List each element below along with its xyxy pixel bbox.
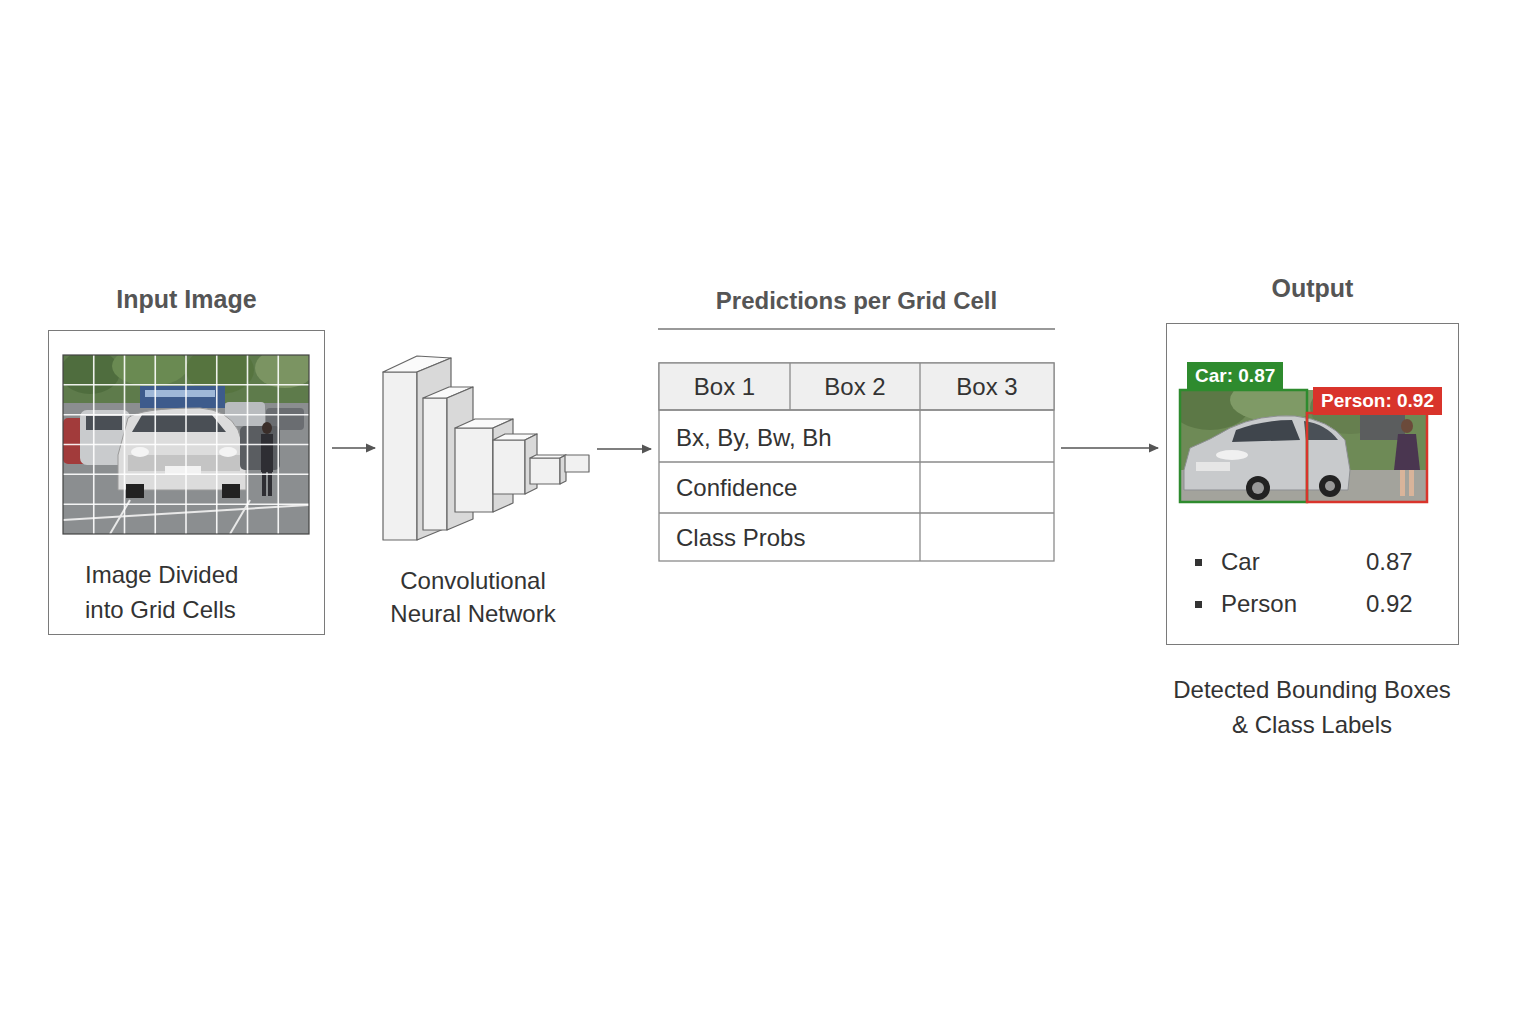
parking-lot-photo xyxy=(118,408,246,490)
parking-lot-photo xyxy=(63,473,309,475)
legend-class: Person xyxy=(1221,590,1297,618)
flow-arrow xyxy=(597,448,651,450)
parking-lot-photo xyxy=(63,414,309,416)
detection-photo xyxy=(1304,421,1338,440)
parking-lot-photo xyxy=(255,355,309,388)
detection-photo xyxy=(1216,450,1248,460)
table-header: Box 2 xyxy=(790,363,920,410)
parking-lot-photo xyxy=(63,355,309,534)
detection-photo xyxy=(1196,462,1230,471)
class-tag: Person: 0.92 xyxy=(1313,387,1442,415)
detection-photo xyxy=(1325,481,1335,491)
prediction-table-grid xyxy=(659,363,1054,561)
parking-lot-photo xyxy=(86,416,122,430)
cnn-block: Convolutional Neural Network xyxy=(383,352,590,627)
table-header: Box 1 xyxy=(659,363,790,410)
cnn-layers xyxy=(493,440,525,494)
cnn-layers xyxy=(383,372,417,540)
heading-underline xyxy=(658,328,1055,329)
detection-photo xyxy=(1246,476,1270,500)
input-image-box: Input ImageImage Divided into Grid Cells xyxy=(48,330,325,635)
photo-frame xyxy=(63,355,309,534)
prediction-table-grid xyxy=(659,409,1054,410)
score-value: 0.87 xyxy=(1366,548,1413,576)
parking-lot-photo xyxy=(112,355,188,386)
parking-lot-photo xyxy=(219,447,237,457)
parking-lot-photo xyxy=(222,484,240,498)
parking-lot-photo xyxy=(165,466,201,474)
parking-lot-photo xyxy=(140,386,225,408)
caption: Image Divided into Grid Cells xyxy=(85,557,270,627)
flow-arrow xyxy=(1061,447,1158,449)
bullet xyxy=(1195,559,1202,566)
parking-lot-photo xyxy=(63,355,120,394)
detection-photo xyxy=(1394,434,1420,470)
parking-lot-photo xyxy=(63,384,309,386)
detection-photo xyxy=(1319,475,1341,497)
prediction-table: Predictions per Grid CellBox 1Box 2Box 3… xyxy=(659,363,1054,561)
cnn-layers xyxy=(530,458,560,484)
heading: Input Image xyxy=(49,285,324,314)
heading: Output xyxy=(1167,274,1458,303)
detection-photo xyxy=(1252,482,1264,494)
prediction-table-grid xyxy=(659,512,1054,513)
table-cell: Class Probs xyxy=(676,513,805,561)
detection-photo xyxy=(1232,420,1300,442)
parking-lot-photo xyxy=(63,444,309,446)
cnn-layers xyxy=(423,398,447,530)
heading: Predictions per Grid Cell xyxy=(659,287,1054,315)
parking-lot-photo xyxy=(132,415,226,432)
car-bounding-box xyxy=(1180,390,1307,502)
parking-lot-photo xyxy=(262,422,272,434)
parking-lot-photo xyxy=(63,355,309,534)
caption: Detected Bounding Boxes & Class Labels xyxy=(1167,672,1457,742)
parking-lot-photo xyxy=(110,500,130,534)
parking-lot-photo xyxy=(262,472,266,496)
class-tag: Car: 0.87 xyxy=(1187,362,1283,390)
cnn-layers xyxy=(417,358,451,540)
prediction-table-grid xyxy=(659,363,1054,410)
flow-arrow xyxy=(332,447,375,449)
detection-photo xyxy=(1409,470,1414,496)
detection-photo xyxy=(1400,470,1405,496)
parking-lot-photo xyxy=(268,472,272,496)
caption: Convolutional Neural Network xyxy=(373,564,573,630)
parking-lot-photo xyxy=(240,426,280,470)
parking-lot-photo xyxy=(63,503,309,505)
legend-class: Car xyxy=(1221,548,1260,576)
parking-lot-photo xyxy=(126,484,144,498)
prediction-table-grid xyxy=(789,363,790,410)
table-cell: Confidence xyxy=(676,462,797,513)
cnn-layers xyxy=(455,428,493,512)
table-header: Box 3 xyxy=(920,363,1054,410)
parking-lot-photo xyxy=(261,434,273,472)
cnn-layers xyxy=(565,455,589,472)
cnn-layers xyxy=(383,356,589,540)
prediction-table-grid xyxy=(659,461,1054,462)
person-bounding-box xyxy=(1307,413,1427,502)
score-value: 0.92 xyxy=(1366,590,1413,618)
parking-lot-photo xyxy=(131,447,149,457)
detection-photo xyxy=(1401,419,1413,433)
table-cell: Bx, By, Bw, Bh xyxy=(676,410,832,462)
prediction-table-grid xyxy=(659,363,1054,561)
bullet xyxy=(1195,601,1202,608)
